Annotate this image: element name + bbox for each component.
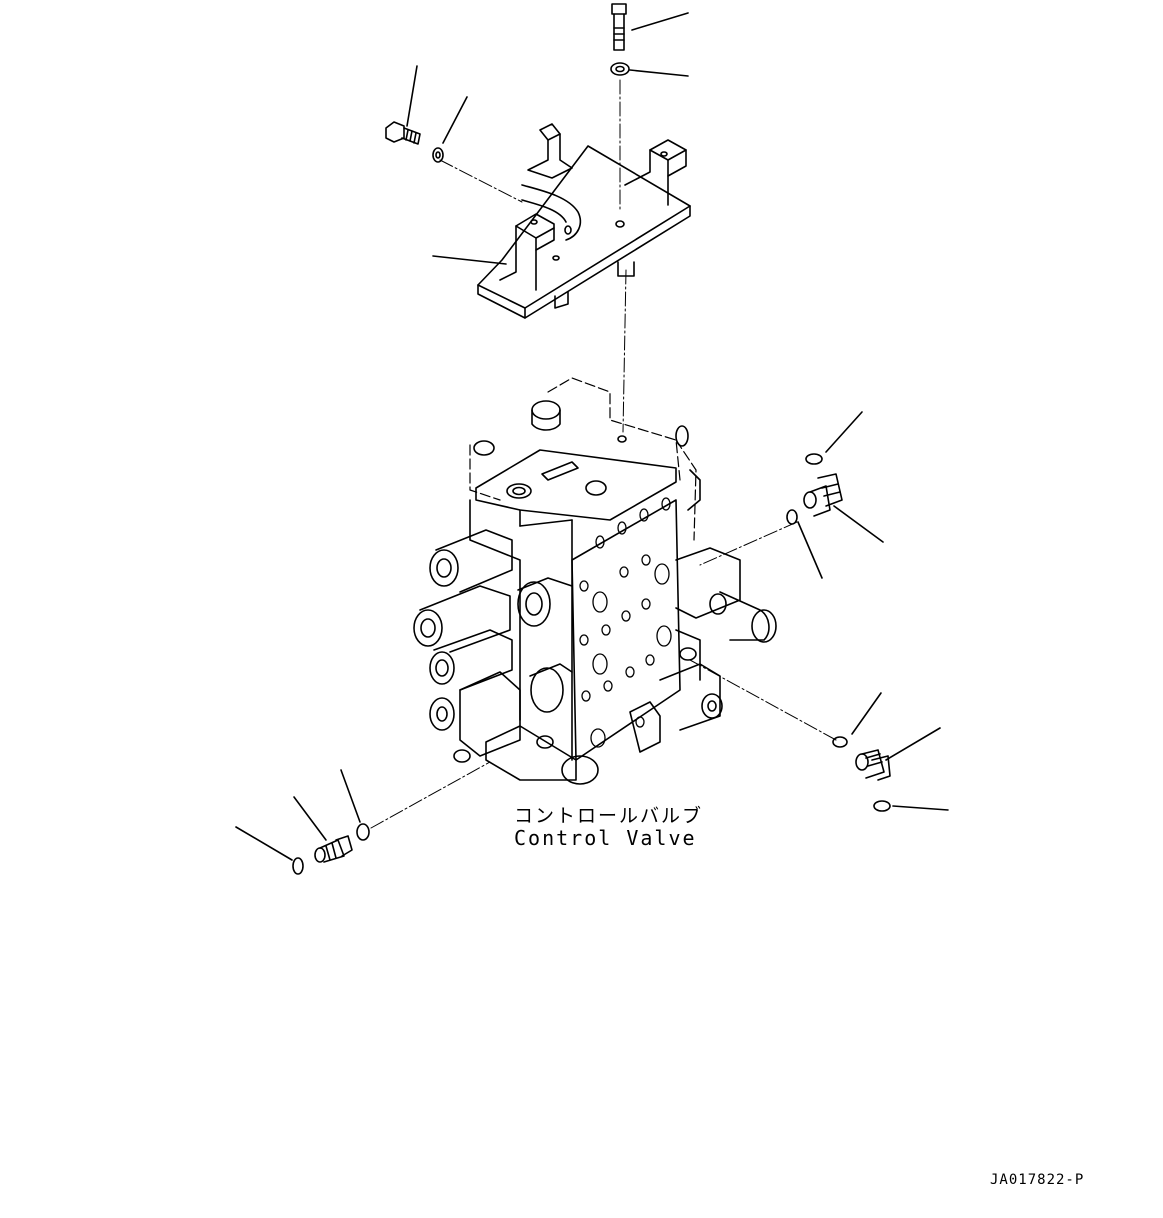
drawing-code: JA017822-P — [990, 1172, 1085, 1188]
left-solenoids — [413, 529, 573, 713]
top-washer — [610, 62, 630, 76]
oring-3 — [832, 736, 848, 748]
left-fittings — [292, 823, 370, 875]
top-bolt — [611, 3, 627, 51]
part-label-japanese: コントロールバルブ — [514, 805, 704, 827]
part-label-english: Control Valve — [514, 826, 697, 850]
left-washer — [432, 147, 444, 163]
straight-fitting — [314, 835, 353, 863]
oring-4 — [873, 800, 891, 812]
control-valve-body — [413, 377, 777, 785]
elbow-fitting-upper — [803, 473, 843, 517]
oring-1 — [805, 453, 823, 465]
center-lines — [370, 79, 837, 829]
mounting-bracket — [477, 123, 691, 319]
left-bolt — [385, 121, 421, 145]
oring-2 — [786, 509, 798, 525]
elbow-fitting-lower — [855, 749, 891, 781]
oring-5 — [356, 823, 370, 841]
leader-lines — [235, 12, 949, 861]
right-fittings — [786, 453, 891, 812]
oring-6 — [292, 857, 304, 875]
